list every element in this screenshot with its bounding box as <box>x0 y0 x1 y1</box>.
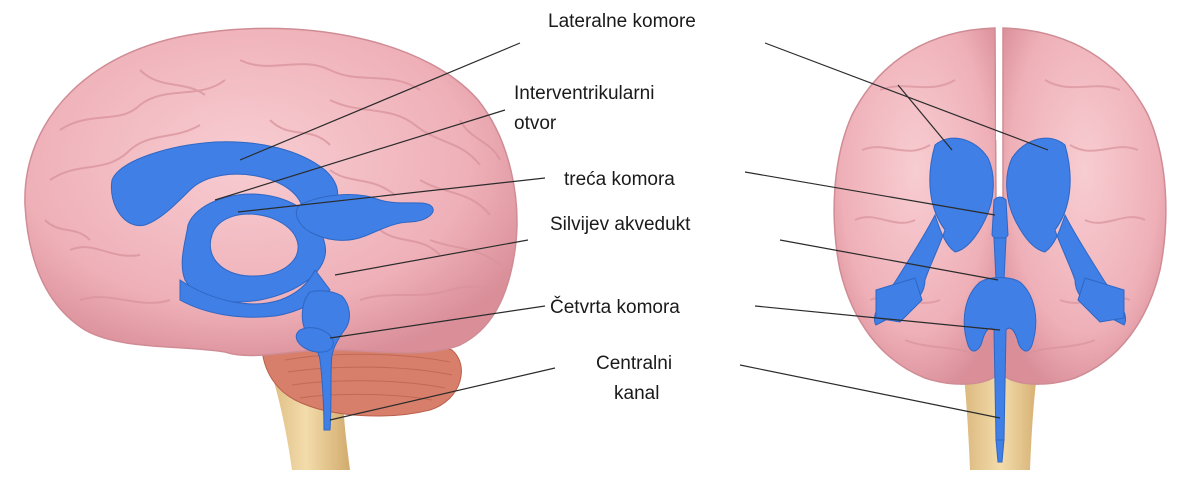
frontal-view-brain <box>834 25 1166 470</box>
third-ventricle-frontal <box>992 197 1008 239</box>
aqueduct-frontal <box>994 238 1006 280</box>
label-third-ventricle: treća komora <box>564 168 675 192</box>
label-fourth-ventricle: Četvrta komora <box>550 296 680 320</box>
lateral-view-brain <box>25 28 517 470</box>
label-interventricular-foramen-line1: Interventrikularni <box>514 82 654 106</box>
label-cerebral-aqueduct: Silvijev akvedukt <box>550 213 690 237</box>
label-central-canal-line2: kanal <box>614 382 659 406</box>
central-canal-frontal <box>996 440 1004 462</box>
label-interventricular-foramen-line2: otvor <box>514 112 556 136</box>
label-central-canal-line1: Centralni <box>596 352 672 376</box>
label-lateral-ventricles: Lateralne komore <box>548 10 696 34</box>
